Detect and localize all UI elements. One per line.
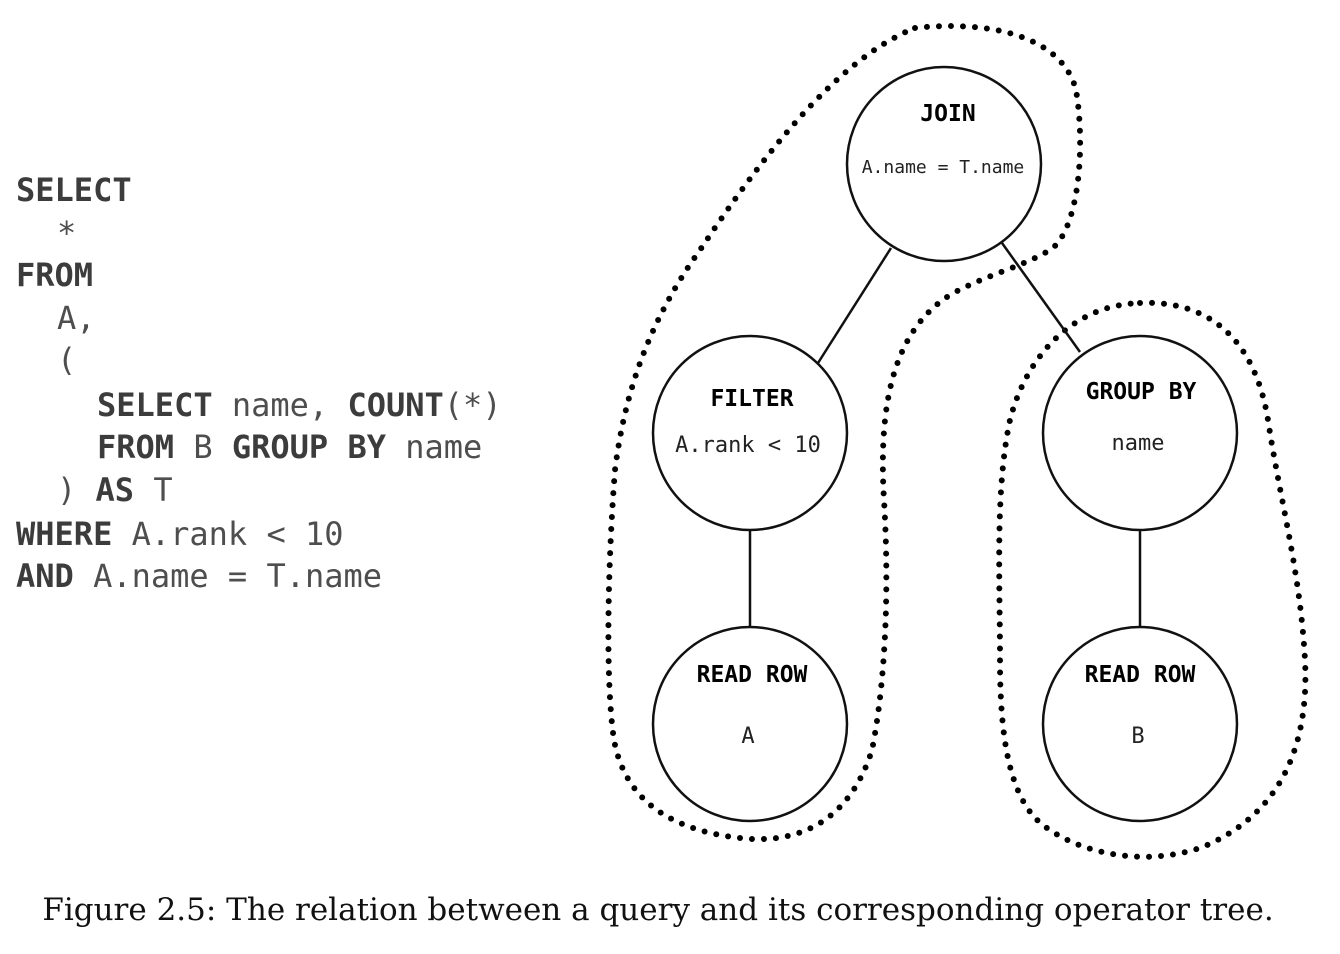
node-group-by-detail: name — [1112, 431, 1165, 456]
figure-caption: Figure 2.5: The relation between a query… — [42, 892, 1274, 928]
group-by-col: name — [385, 428, 483, 466]
close-paren: ) — [57, 471, 96, 509]
node-group-by: GROUP BY name — [1041, 334, 1239, 532]
node-read-row-b: READ ROW B — [1041, 625, 1239, 823]
keyword-as: AS — [95, 471, 135, 509]
keyword-select: SELECT — [16, 171, 132, 209]
edge-join-groupby — [1000, 242, 1082, 353]
keyword-from: FROM — [16, 256, 94, 294]
sql-line-and: AND A.name = T.name — [16, 556, 382, 596]
keyword-sub-select: SELECT — [97, 386, 213, 424]
sql-line-select: SELECT — [16, 170, 132, 210]
sql-line-table-a: A, — [57, 298, 96, 338]
keyword-count: COUNT — [347, 386, 444, 424]
node-read-row-b-title: READ ROW — [1085, 662, 1196, 688]
node-read-row-a: READ ROW A — [651, 625, 849, 823]
node-read-row-a-title: READ ROW — [697, 662, 808, 688]
sql-line-subfrom: FROM B GROUP BY name — [97, 427, 482, 467]
and-cond: A.name = T.name — [73, 557, 383, 595]
sql-line-open-paren: ( — [57, 340, 76, 380]
keyword-and: AND — [16, 557, 74, 595]
sql-line-close: ) AS T — [57, 470, 173, 510]
open-paren: ( — [57, 341, 77, 379]
keyword-where: WHERE — [16, 515, 113, 553]
sql-query: SELECT * FROM A, ( SELECT name, COUNT(*)… — [0, 0, 600, 620]
node-read-row-a-detail: A — [741, 724, 754, 749]
keyword-sub-from: FROM — [97, 428, 175, 466]
where-cond: A.rank < 10 — [112, 515, 344, 553]
node-join-title: JOIN — [920, 101, 975, 127]
table-a: A, — [57, 299, 96, 337]
sql-line-star: * — [57, 213, 76, 253]
sub-select-cols: name, — [212, 386, 348, 424]
count-args: (*) — [443, 386, 502, 424]
node-join-detail: A.name = T.name — [862, 157, 1025, 178]
sql-line-where: WHERE A.rank < 10 — [16, 514, 344, 554]
alias: T — [134, 471, 173, 509]
node-group-by-title: GROUP BY — [1086, 379, 1197, 405]
node-filter-title: FILTER — [710, 386, 793, 412]
keyword-group-by: GROUP BY — [231, 428, 386, 466]
sql-line-subselect: SELECT name, COUNT(*) — [97, 385, 502, 425]
node-filter: FILTER A.rank < 10 — [651, 334, 849, 532]
node-filter-detail: A.rank < 10 — [675, 433, 821, 458]
sub-table: B — [174, 428, 232, 466]
node-read-row-b-detail: B — [1131, 724, 1144, 749]
group-outline-right — [996, 299, 1309, 860]
edge-join-filter — [816, 247, 893, 364]
node-join: JOIN A.name = T.name — [845, 65, 1043, 263]
select-star: * — [57, 214, 77, 252]
group-outline-main — [605, 23, 1084, 843]
sql-line-from: FROM — [16, 255, 93, 295]
